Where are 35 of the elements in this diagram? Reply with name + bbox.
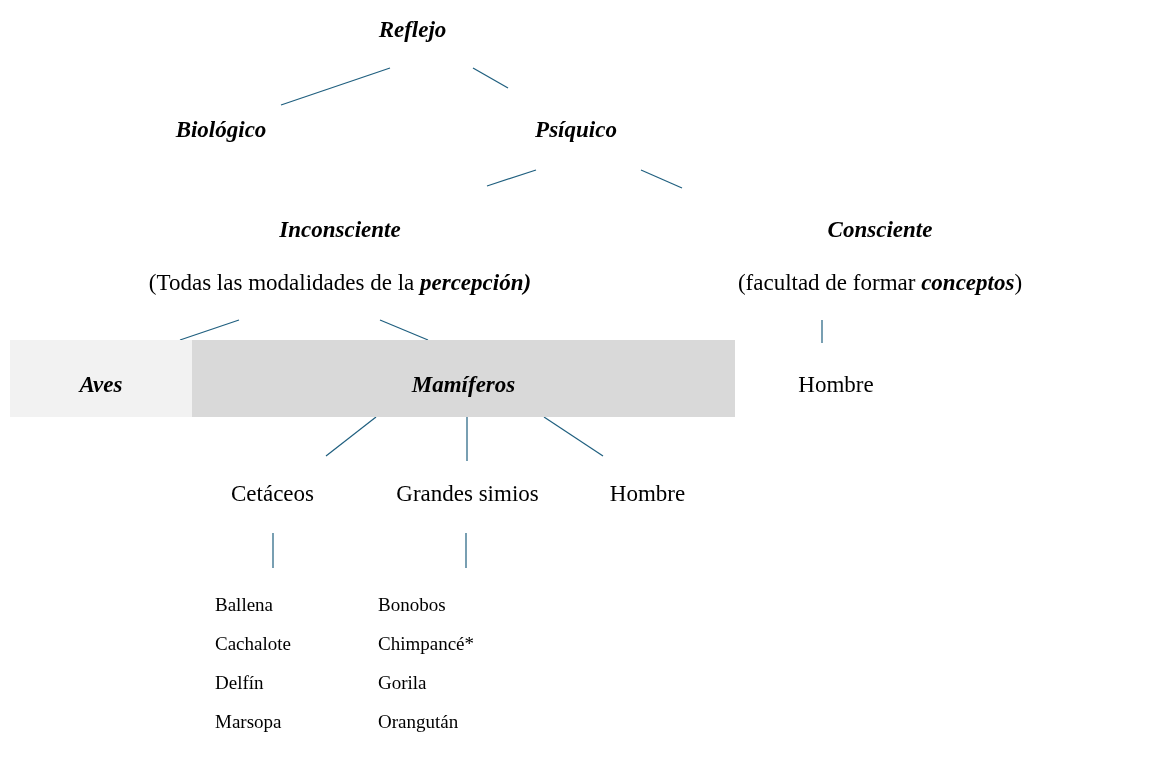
category-heading: Consciente bbox=[827, 217, 933, 243]
connector-line bbox=[640, 169, 683, 189]
list-item: Marsopa bbox=[215, 711, 282, 733]
list-item: Delfín bbox=[215, 672, 264, 694]
category-band bbox=[10, 340, 192, 417]
list-item: Chimpancé* bbox=[378, 633, 475, 655]
category-heading: Biológico bbox=[175, 117, 267, 143]
list-item: Orangután bbox=[378, 711, 459, 733]
description-text: (facultad de formar conceptos) bbox=[737, 270, 1023, 296]
connector-line bbox=[466, 416, 468, 462]
list-item: Gorila bbox=[378, 672, 427, 694]
connector-line bbox=[325, 416, 377, 457]
list-item: Bonobos bbox=[378, 594, 446, 616]
connector-line bbox=[280, 67, 391, 106]
list-item: Ballena bbox=[215, 594, 274, 616]
category-heading: Reflejo bbox=[378, 17, 447, 43]
category-heading: Inconsciente bbox=[279, 217, 401, 243]
connector-line bbox=[472, 67, 509, 89]
connector-line bbox=[379, 319, 429, 341]
category-label: Hombre bbox=[609, 481, 686, 507]
description-text: (Todas las modalidades de la percepción) bbox=[148, 270, 532, 296]
connector-line bbox=[272, 532, 274, 569]
connector-line bbox=[821, 319, 823, 344]
category-label: Grandes simios bbox=[396, 481, 539, 507]
category-label: Cetáceos bbox=[231, 481, 314, 507]
category-heading: Psíquico bbox=[535, 117, 617, 143]
category-heading: Aves bbox=[79, 372, 123, 398]
category-label: Hombre bbox=[798, 372, 874, 398]
connector-line bbox=[465, 532, 467, 569]
connector-line bbox=[486, 169, 537, 187]
category-heading: Mamíferos bbox=[411, 372, 516, 398]
category-band bbox=[192, 340, 735, 417]
connector-line bbox=[179, 319, 240, 341]
connector-line bbox=[543, 416, 604, 457]
list-item: Cachalote bbox=[215, 633, 291, 655]
